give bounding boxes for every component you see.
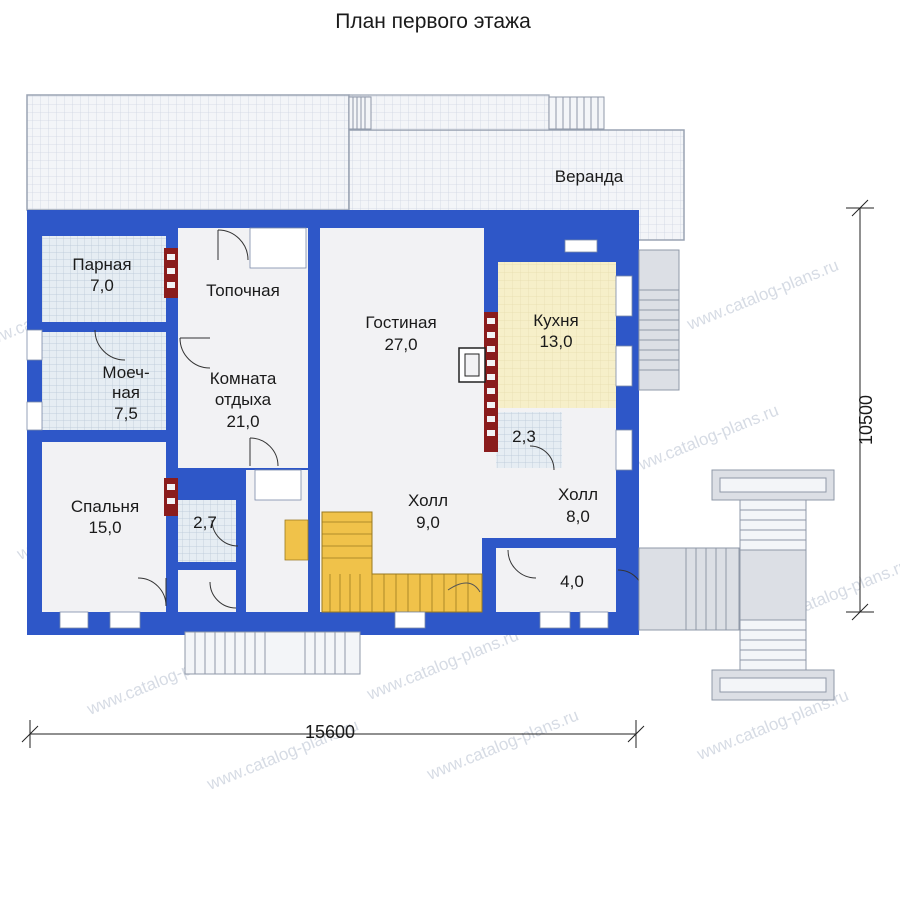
label-komnata-area: 21,0	[226, 412, 259, 431]
room-parnaya	[42, 236, 166, 322]
dimension-height	[846, 199, 874, 621]
room-kukhnya	[498, 262, 616, 408]
main-staircase	[284, 511, 483, 613]
room-corridor	[178, 570, 236, 612]
label-moechnaya-1: Моеч-	[102, 363, 149, 382]
label-spalnya-name: Спальня	[71, 497, 139, 516]
room-bath-small	[178, 500, 236, 562]
label-parnaya-area: 7,0	[90, 276, 114, 295]
label-parnaya-name: Парная	[72, 255, 131, 274]
label-holl-center-name: Холл	[408, 491, 448, 510]
room-moechnaya	[42, 332, 166, 430]
label-wc-area: 2,3	[512, 427, 536, 446]
windows	[26, 227, 633, 629]
label-gostinaya-area: 27,0	[384, 335, 417, 354]
dimension-height-label: 10500	[856, 395, 876, 445]
sauna-stove	[164, 248, 178, 516]
label-topochnaya: Топочная	[206, 281, 280, 300]
svg-text:www.catalog-plans.ru: www.catalog-plans.ru	[423, 706, 581, 785]
label-gostinaya-name: Гостиная	[365, 313, 436, 332]
label-spalnya-area: 15,0	[88, 518, 121, 537]
label-storage-area: 4,0	[560, 572, 584, 591]
plan-title: План первого этажа	[335, 10, 531, 33]
label-bath-area: 2,7	[193, 513, 217, 532]
label-kukhnya-area: 13,0	[539, 332, 572, 351]
label-komnata-2: отдыха	[215, 390, 272, 409]
label-moechnaya-2: ная	[112, 383, 140, 402]
entrance-steps-kitchen	[638, 249, 680, 391]
entrance-steps-front	[184, 631, 361, 675]
fireplace	[458, 312, 498, 452]
label-holl-right-name: Холл	[558, 485, 598, 504]
label-holl-right-area: 8,0	[566, 507, 590, 526]
dimension-width	[21, 720, 645, 748]
room-spalnya	[42, 442, 166, 612]
entrance-porch-right	[638, 469, 835, 701]
label-moechnaya-area: 7,5	[114, 404, 138, 423]
room-komnata	[178, 310, 308, 468]
label-holl-center-area: 9,0	[416, 513, 440, 532]
svg-text:www.catalog-plans.ru: www.catalog-plans.ru	[683, 256, 841, 335]
label-veranda: Веранда	[555, 167, 624, 186]
room-storage	[496, 548, 616, 612]
label-komnata-1: Комната	[210, 369, 277, 388]
dimension-width-label: 15600	[305, 722, 355, 742]
svg-text:www.catalog-plans.ru: www.catalog-plans.ru	[363, 626, 521, 705]
label-kukhnya-name: Кухня	[533, 311, 579, 330]
svg-text:www.catalog-plans.ru: www.catalog-plans.ru	[623, 401, 781, 480]
room-gostinaya	[320, 228, 484, 470]
